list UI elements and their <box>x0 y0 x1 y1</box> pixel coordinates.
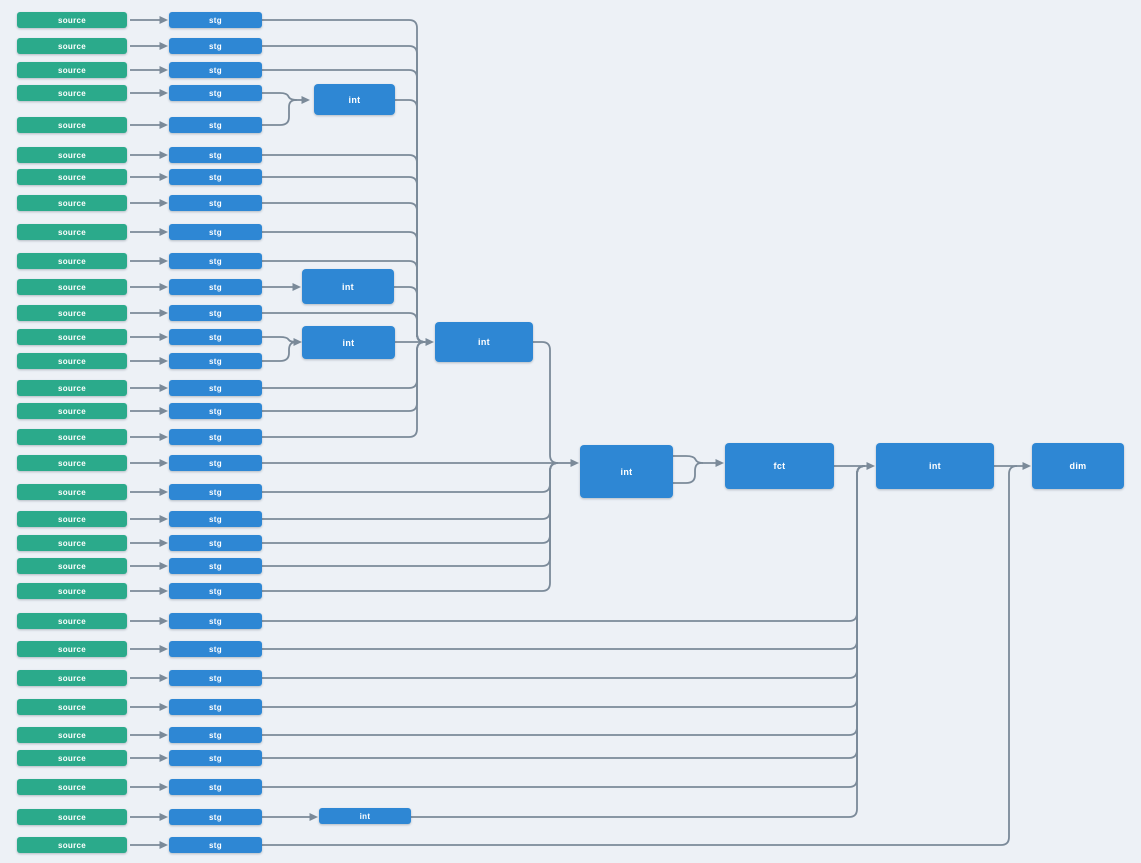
stg-node[interactable]: stg <box>169 455 262 471</box>
stg-node[interactable]: stg <box>169 38 262 54</box>
source-node[interactable]: source <box>17 195 127 211</box>
stg-node[interactable]: stg <box>169 809 262 825</box>
lineage-edge <box>262 465 866 708</box>
stg-node[interactable]: stg <box>169 583 262 599</box>
source-node[interactable]: source <box>17 305 127 321</box>
stg-node[interactable]: stg <box>169 85 262 101</box>
stg-node[interactable]: stg <box>169 484 262 500</box>
source-node[interactable]: source <box>17 641 127 657</box>
lineage-edge <box>262 462 559 544</box>
lineage-edge <box>262 462 559 567</box>
stg-node[interactable]: stg <box>169 279 262 295</box>
stg-node[interactable]: stg <box>169 117 262 133</box>
stg-node[interactable]: stg <box>169 837 262 853</box>
lineage-edge <box>262 92 298 101</box>
source-node[interactable]: source <box>17 613 127 629</box>
source-node[interactable]: source <box>17 253 127 269</box>
lineage-edge <box>411 465 866 818</box>
stg-node[interactable]: stg <box>169 699 262 715</box>
lineage-edge <box>673 462 702 484</box>
lineage-edge <box>262 462 559 493</box>
lineage-edge <box>262 336 297 343</box>
lineage-edge <box>262 176 426 343</box>
lineage-edge <box>395 99 426 343</box>
source-node[interactable]: source <box>17 727 127 743</box>
lineage-edge <box>673 455 704 464</box>
stg-node[interactable]: stg <box>169 224 262 240</box>
int-node-e[interactable]: int <box>580 445 673 498</box>
lineage-edge <box>262 341 297 362</box>
source-node[interactable]: source <box>17 583 127 599</box>
source-node[interactable]: source <box>17 62 127 78</box>
stg-node[interactable]: stg <box>169 12 262 28</box>
stg-node[interactable]: stg <box>169 353 262 369</box>
lineage-edge <box>262 465 866 759</box>
lineage-edge <box>262 462 559 592</box>
source-node[interactable]: source <box>17 169 127 185</box>
int-node-c[interactable]: int <box>302 326 395 359</box>
stg-node[interactable]: stg <box>169 403 262 419</box>
source-node[interactable]: source <box>17 224 127 240</box>
stg-node[interactable]: stg <box>169 727 262 743</box>
lineage-edge <box>262 465 1018 846</box>
stg-node[interactable]: stg <box>169 670 262 686</box>
stg-node[interactable]: stg <box>169 613 262 629</box>
lineage-edge <box>262 99 297 126</box>
stg-node[interactable]: stg <box>169 535 262 551</box>
stg-node[interactable]: stg <box>169 429 262 445</box>
int-node-d[interactable]: int <box>435 322 533 362</box>
stg-node[interactable]: stg <box>169 779 262 795</box>
source-node[interactable]: source <box>17 329 127 345</box>
lineage-edge <box>262 154 426 343</box>
source-node[interactable]: source <box>17 670 127 686</box>
source-node[interactable]: source <box>17 279 127 295</box>
source-node[interactable]: source <box>17 779 127 795</box>
stg-node[interactable]: stg <box>169 147 262 163</box>
stg-node[interactable]: stg <box>169 329 262 345</box>
source-node[interactable]: source <box>17 809 127 825</box>
source-node[interactable]: source <box>17 837 127 853</box>
source-node[interactable]: source <box>17 85 127 101</box>
source-node[interactable]: source <box>17 535 127 551</box>
source-node[interactable]: source <box>17 484 127 500</box>
lineage-edge <box>262 462 559 520</box>
lineage-edge <box>262 465 866 679</box>
stg-node[interactable]: stg <box>169 380 262 396</box>
lineage-edge <box>262 465 866 788</box>
stg-node[interactable]: stg <box>169 62 262 78</box>
source-node[interactable]: source <box>17 455 127 471</box>
source-node[interactable]: source <box>17 511 127 527</box>
stg-node[interactable]: stg <box>169 169 262 185</box>
source-node[interactable]: source <box>17 558 127 574</box>
int-node-a[interactable]: int <box>314 84 395 115</box>
stg-node[interactable]: stg <box>169 750 262 766</box>
source-node[interactable]: source <box>17 147 127 163</box>
stg-node[interactable]: stg <box>169 305 262 321</box>
lineage-edge <box>394 286 426 343</box>
source-node[interactable]: source <box>17 699 127 715</box>
int-node-f[interactable]: int <box>876 443 994 489</box>
source-node[interactable]: source <box>17 117 127 133</box>
source-node[interactable]: source <box>17 380 127 396</box>
stg-node[interactable]: stg <box>169 558 262 574</box>
lineage-edge <box>262 465 866 736</box>
source-node[interactable]: source <box>17 38 127 54</box>
source-node[interactable]: source <box>17 750 127 766</box>
lineage-edge <box>533 341 559 464</box>
source-node[interactable]: source <box>17 403 127 419</box>
fct-node[interactable]: fct <box>725 443 834 489</box>
source-node[interactable]: source <box>17 353 127 369</box>
lineage-edge <box>262 341 426 438</box>
dim-node[interactable]: dim <box>1032 443 1124 489</box>
int-node-g[interactable]: int <box>319 808 411 824</box>
source-node[interactable]: source <box>17 429 127 445</box>
source-node[interactable]: source <box>17 12 127 28</box>
stg-node[interactable]: stg <box>169 511 262 527</box>
stg-node[interactable]: stg <box>169 195 262 211</box>
stg-node[interactable]: stg <box>169 253 262 269</box>
int-node-b[interactable]: int <box>302 269 394 304</box>
stg-node[interactable]: stg <box>169 641 262 657</box>
